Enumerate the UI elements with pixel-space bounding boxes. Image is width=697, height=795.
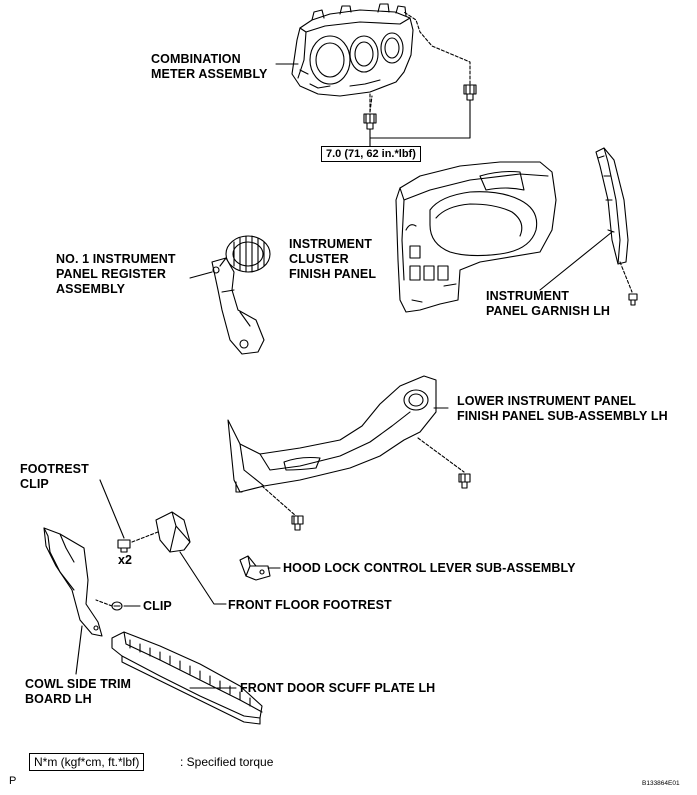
- label-cluster-finish-panel: INSTRUMENT CLUSTER FINISH PANEL: [289, 237, 377, 281]
- legend-unit-box: N*m (kgf*cm, ft.*lbf): [29, 753, 145, 771]
- garnish-leader: [539, 231, 613, 291]
- footrest-clip-part: [117, 539, 131, 553]
- label-lower-finish-panel: LOWER INSTRUMENT PANEL FINISH PANEL SUB-…: [457, 394, 668, 423]
- label-combination-meter: COMBINATION METER ASSEMBLY: [151, 52, 268, 81]
- footrest-clip-leader: [99, 479, 125, 539]
- cowl-side-trim-part: [43, 527, 103, 637]
- scuff-plate-part: [111, 631, 263, 725]
- label-cowl-side-trim: COWL SIDE TRIM BOARD LH: [25, 677, 132, 706]
- footrest-dashed-guide: [131, 531, 159, 543]
- torque-leader-line: [369, 99, 471, 147]
- label-front-floor-footrest: FRONT FLOOR FOOTREST: [228, 598, 392, 612]
- cowl-leader: [75, 625, 83, 675]
- torque-spec-box: 7.0 (71, 62 in.*lbf): [321, 146, 421, 162]
- meter-screw-right: [463, 84, 477, 101]
- clip-dashed-guide: [95, 599, 113, 607]
- label-footrest-clip: FOOTREST CLIP: [20, 462, 89, 491]
- footrest-leader: [179, 551, 227, 605]
- lower-panel-dashed-guide-right: [417, 437, 465, 473]
- label-quantity: x2: [118, 553, 133, 567]
- hood-lock-lever-part: [239, 555, 271, 581]
- label-clip: CLIP: [143, 599, 172, 613]
- register-assembly-part: [211, 235, 271, 355]
- register-leader: [189, 271, 213, 279]
- meter-screw-left: [363, 113, 377, 130]
- combination-meter-part: [291, 3, 414, 97]
- garnish-clip: [628, 293, 638, 306]
- garnish-dashed-guide: [619, 261, 633, 293]
- clip-part: [111, 601, 123, 611]
- meter-dashed-guides: [369, 11, 471, 113]
- label-scuff-plate: FRONT DOOR SCUFF PLATE LH: [240, 681, 436, 695]
- panel-garnish-part: [595, 147, 629, 265]
- cluster-finish-panel-part: [395, 161, 557, 313]
- page-mark: P: [9, 775, 17, 787]
- label-hood-lock-lever: HOOD LOCK CONTROL LEVER SUB-ASSEMBLY: [283, 561, 576, 575]
- figure-code: B133864E01: [642, 780, 680, 787]
- lower-panel-screw-right: [458, 473, 471, 489]
- label-register-assembly: NO. 1 INSTRUMENT PANEL REGISTER ASSEMBLY: [56, 252, 176, 296]
- lower-finish-panel-part: [227, 375, 437, 493]
- front-floor-footrest-part: [155, 511, 191, 553]
- lower-panel-dashed-guide-left: [261, 485, 297, 517]
- legend-description: : Specified torque: [180, 755, 274, 769]
- lower-panel-screw-left: [291, 515, 304, 531]
- label-panel-garnish: INSTRUMENT PANEL GARNISH LH: [486, 289, 611, 318]
